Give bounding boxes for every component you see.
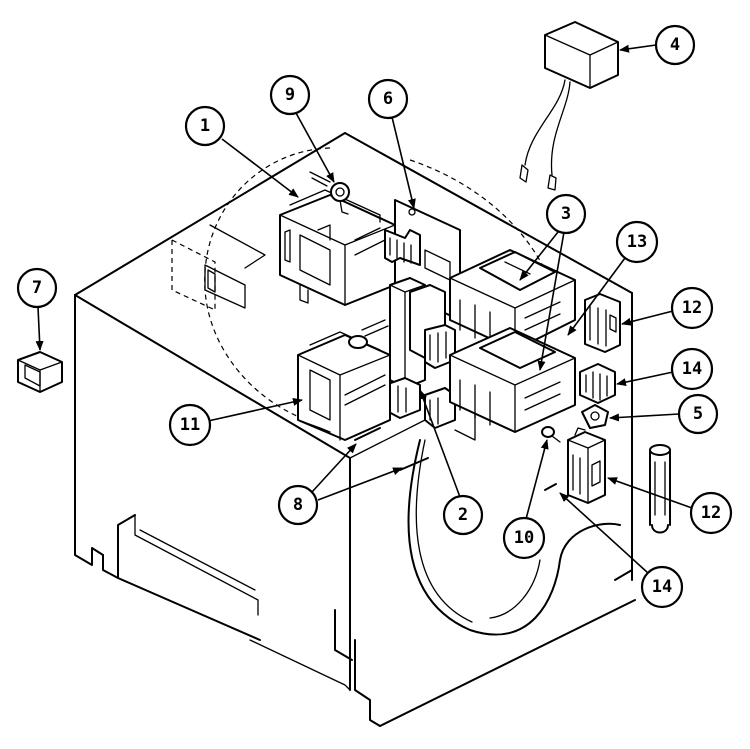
svg-text:9: 9: [285, 85, 295, 105]
transformer-upper: [279, 189, 396, 306]
svg-text:10: 10: [514, 528, 534, 548]
svg-text:5: 5: [693, 404, 703, 424]
terminal-block-lower: [567, 427, 606, 504]
callout-3: 3: [519, 193, 587, 371]
filter-capacitor: [519, 21, 619, 191]
svg-text:6: 6: [383, 89, 393, 109]
ground-lug: [581, 404, 609, 429]
svg-text:11: 11: [180, 415, 200, 435]
svg-text:2: 2: [458, 505, 468, 525]
callout-12-lower: 12: [607, 477, 733, 535]
callout-12-upper: 12: [621, 286, 714, 330]
svg-text:14: 14: [652, 577, 672, 597]
power-relay-upper: [449, 249, 576, 351]
callout-14-upper: 14: [616, 347, 714, 391]
callout-4: 4: [619, 24, 696, 66]
callout-7: 7: [16, 267, 58, 351]
connector-upper: [579, 363, 616, 404]
callout-1: 1: [184, 105, 299, 198]
svg-text:12: 12: [701, 503, 721, 523]
callout-10: 10: [502, 439, 549, 560]
callout-13: 13: [567, 220, 659, 336]
svg-text:7: 7: [32, 278, 42, 298]
callout-9: 9: [269, 74, 335, 183]
cabinet-housing: [74, 132, 671, 727]
callout-11: 11: [168, 398, 303, 447]
svg-text:8: 8: [293, 495, 303, 515]
svg-text:12: 12: [682, 298, 702, 318]
harness-pins: [354, 427, 429, 471]
callout-14-lower: 14: [559, 492, 684, 609]
transformer-lower: [297, 319, 391, 441]
rocker-switch: [17, 351, 63, 393]
svg-text:13: 13: [627, 232, 647, 252]
svg-text:14: 14: [682, 359, 702, 379]
callout-5: 5: [609, 393, 719, 435]
power-relay-lower: [449, 327, 576, 433]
svg-text:1: 1: [200, 116, 210, 136]
callout-8: 8: [277, 443, 403, 526]
svg-text:3: 3: [561, 204, 571, 224]
thermal-switch: [309, 171, 350, 202]
svg-text:4: 4: [670, 35, 680, 55]
terminal-block-upper: [584, 293, 621, 353]
connector-pin-lower: [544, 483, 557, 491]
callout-6: 6: [367, 78, 416, 209]
detail-circle: [204, 147, 546, 431]
relay-module: [384, 277, 476, 441]
mounting-screw: [541, 426, 561, 443]
callout-2: 2: [419, 389, 484, 536]
